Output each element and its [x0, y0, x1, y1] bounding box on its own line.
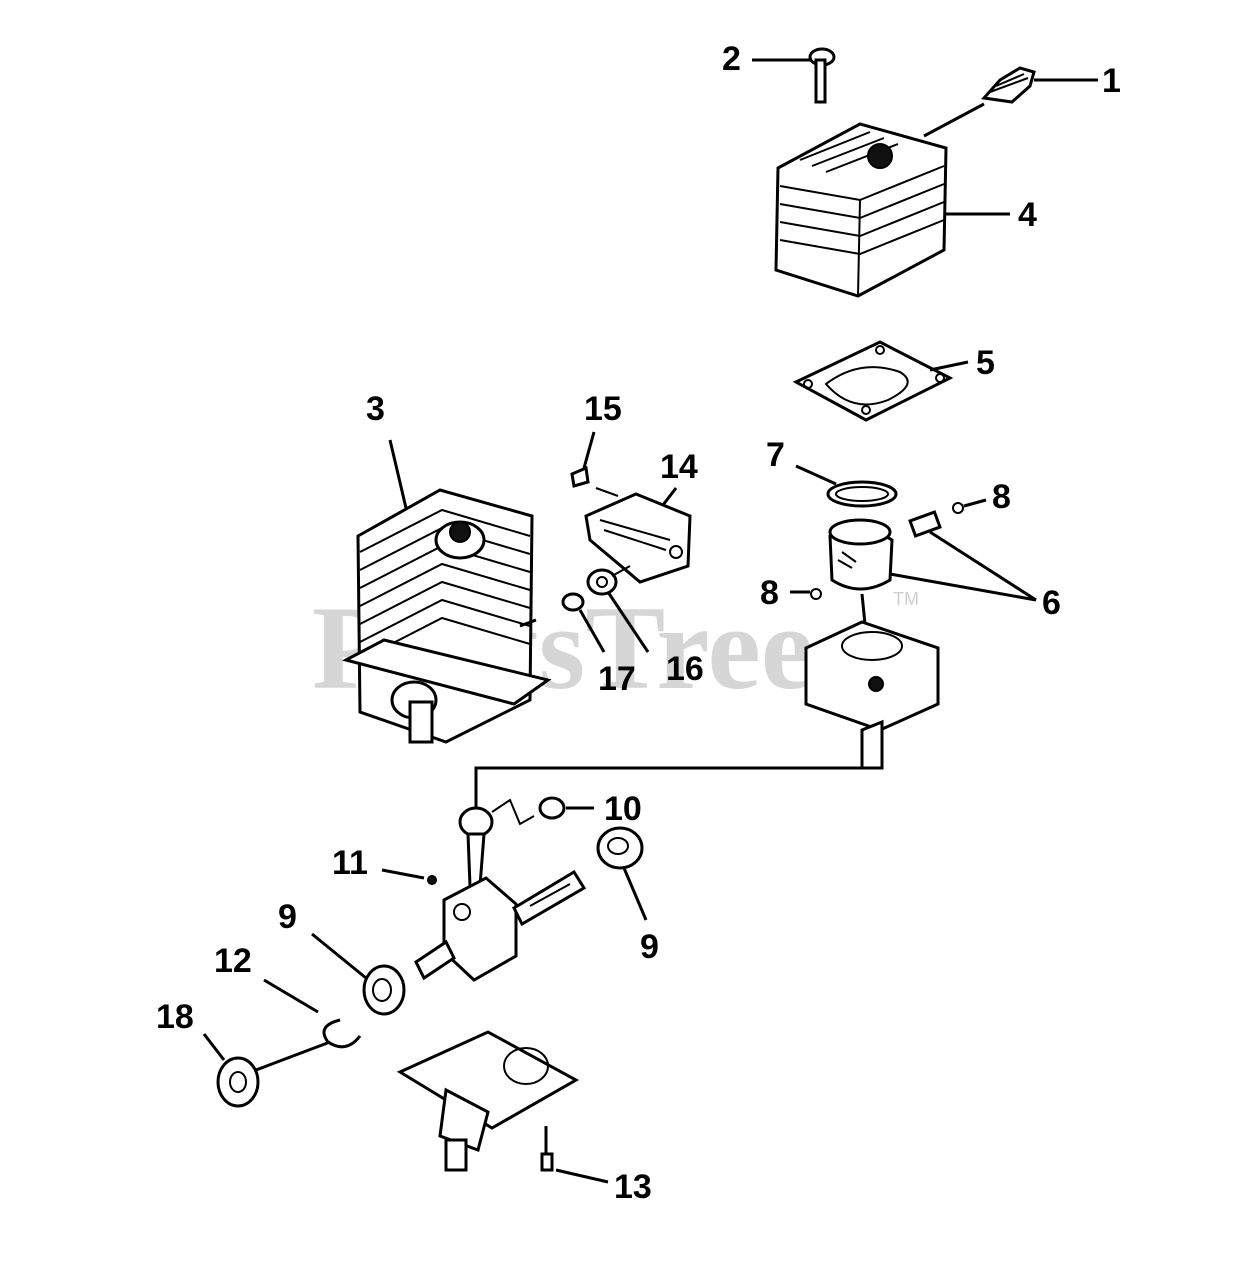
callout-4: 4 [1018, 196, 1037, 234]
callout-3: 3 [366, 390, 385, 428]
callout-18: 18 [156, 998, 194, 1036]
part-clip [570, 431, 596, 488]
part-needle-bearing [491, 796, 594, 826]
part-pin-clip-lower [790, 588, 822, 600]
part-crankcase-half [396, 1030, 580, 1172]
part-bearing-right [596, 826, 648, 921]
callout-9-left: 9 [278, 898, 297, 936]
callout-2: 2 [722, 40, 741, 78]
assembly-link-line [474, 766, 872, 816]
part-seal [202, 1033, 331, 1108]
part-key [381, 868, 437, 885]
part-gasket [792, 340, 969, 422]
part-engine-assembly [341, 439, 552, 744]
part-pin-clip-upper [952, 498, 987, 514]
callout-15: 15 [584, 390, 622, 428]
part-spark-plug [981, 66, 1098, 104]
part-bearing-left [311, 932, 406, 1016]
callout-labels: 1 2 3 4 5 6 7 8 8 9 9 10 11 12 13 14 15 … [156, 40, 1121, 1206]
callout-12: 12 [214, 942, 252, 980]
callout-8-upper: 8 [992, 478, 1011, 516]
watermark-trademark: TM [893, 589, 919, 609]
part-washer-17 [561, 592, 606, 653]
part-washer-16 [586, 565, 650, 653]
callout-5: 5 [976, 344, 995, 382]
part-piston [828, 510, 1037, 635]
callout-11: 11 [332, 844, 368, 882]
part-cylinder-head [774, 102, 1010, 298]
callout-14: 14 [660, 448, 698, 486]
part-screw [540, 1152, 609, 1184]
callout-6: 6 [1042, 584, 1061, 622]
part-lever-bracket [584, 487, 692, 584]
callout-16: 16 [666, 650, 704, 688]
part-cylinder [804, 620, 940, 770]
part-piston-ring [795, 464, 898, 508]
callout-13: 13 [614, 1168, 652, 1206]
part-crankshaft [414, 806, 587, 982]
part-snap-ring [263, 978, 362, 1049]
callout-10: 10 [604, 790, 642, 828]
callout-7: 7 [766, 436, 785, 474]
callout-8-lower: 8 [760, 574, 779, 612]
callout-9-right: 9 [640, 928, 659, 966]
callout-17: 17 [598, 660, 636, 698]
callout-1: 1 [1102, 62, 1121, 100]
part-bolt [752, 47, 836, 104]
